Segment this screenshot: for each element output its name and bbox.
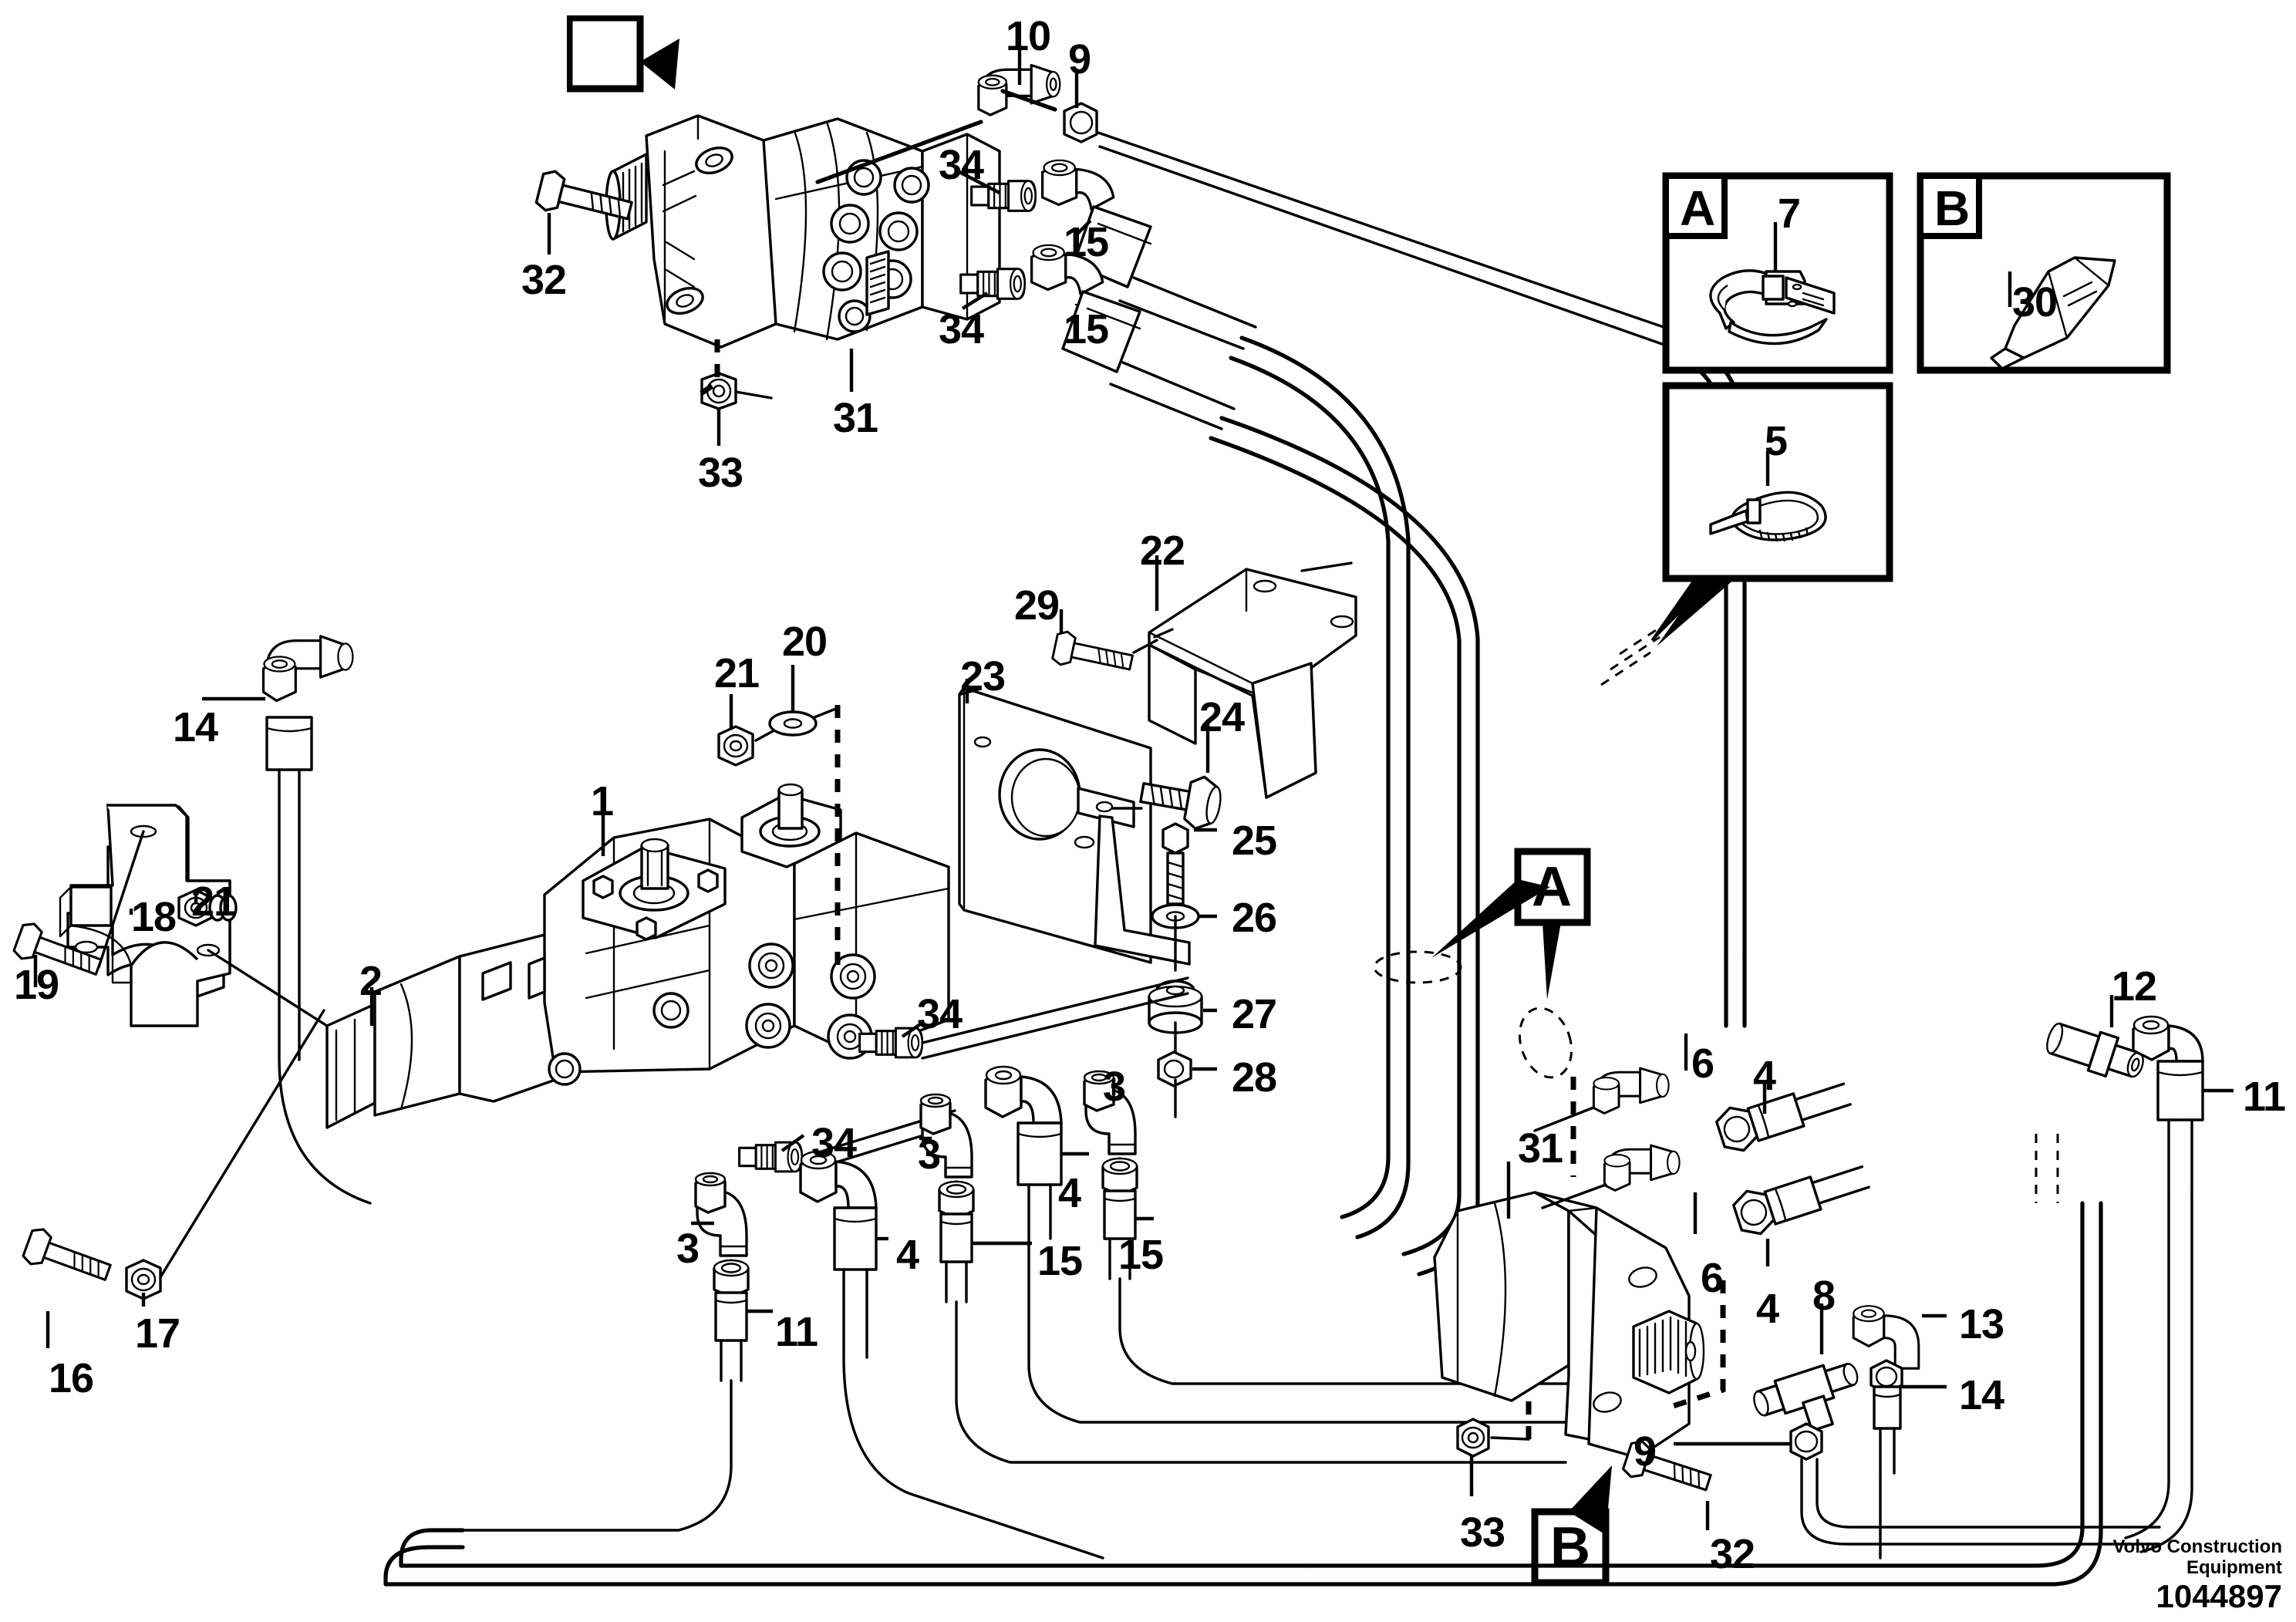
callout-22: 22 [1140,528,1185,574]
hose-fitting-14-left [261,635,372,1205]
callout-33-upper: 33 [698,450,743,496]
detail-box-item5 [1600,382,1893,686]
footer: Volvo Construction Equipment 1044897 [2112,1536,2282,1614]
lower-motor-fittings [1533,1034,1870,1411]
detail-box-b-top [1917,172,2171,374]
callout-17: 17 [135,1310,180,1357]
main-hydraulic-pump [325,783,950,1129]
callout-10: 10 [1006,13,1051,59]
callout-14-left: 14 [173,704,218,750]
callout-34-d: 34 [811,1120,857,1166]
upper-hydraulic-motor [605,114,1001,349]
callout-21-left: 21 [191,878,237,925]
brand-line-2: Equipment [2186,1556,2282,1578]
callout-29: 29 [1014,582,1060,629]
bolt-24 [1139,775,1222,830]
section-marker-a [1373,848,1591,1079]
callout-27: 27 [1232,991,1277,1037]
fastener-stack [1148,822,1217,1118]
callout-15-a: 15 [1064,219,1109,265]
section-marker-a-letter: A [1532,856,1572,918]
callout-4-c: 4 [1753,1053,1776,1099]
callout-9-top: 9 [1068,36,1091,83]
callout-8: 8 [1812,1273,1836,1319]
callout-25: 25 [1232,818,1277,864]
right-fitting-12-11 [2046,995,2234,1553]
pump-bracket-23 [958,686,1191,966]
section-marker-b-bottom [1531,1465,1612,1587]
callout-15-c: 15 [1118,1232,1164,1278]
callout-12: 12 [2112,963,2157,1010]
callout-28: 28 [1232,1054,1277,1101]
callout-13: 13 [1959,1301,2004,1347]
pump-port-fittings [461,976,1621,1560]
callout-3-b: 3 [918,1131,941,1178]
callout-21-top: 21 [714,650,760,696]
callout-4-d: 4 [1756,1286,1779,1332]
callout-24: 24 [1199,694,1245,740]
washer-33-lower [1456,1418,1490,1458]
callout-19: 19 [14,962,59,1008]
callout-18: 18 [131,894,177,940]
detail-box-a-letter: A [1680,180,1716,236]
callout-4-a: 4 [1058,1170,1081,1216]
callout-34-b: 34 [939,306,984,352]
tee-and-adapters [1674,1303,2161,1560]
detail-box-b-letter: B [1934,180,1971,236]
callout-34-a: 34 [939,142,984,188]
callout-11-right: 11 [2243,1074,2286,1120]
washer-20 [768,710,818,737]
callout-3-c: 3 [676,1226,700,1272]
callout-31-lower: 31 [1518,1125,1563,1172]
nut-21-top [717,725,754,767]
section-marker-b-top-box [567,15,679,93]
callout-30: 30 [2012,279,2058,325]
callout-32-lower: 32 [1710,1531,1755,1577]
callout-4-b: 4 [896,1232,919,1278]
callout-33-lower: 33 [1460,1509,1505,1556]
callout-26: 26 [1232,895,1277,941]
callout-31-upper: 31 [833,395,878,441]
washer-17 [125,1259,162,1300]
callout-6-b: 6 [1701,1255,1724,1301]
heat-shield-22 [1148,561,1357,799]
callout-11-center: 11 [775,1309,818,1355]
callout-23: 23 [960,653,1006,700]
detail-box-a [1662,172,1893,374]
callout-32-upper: 32 [521,257,567,303]
callout-34-c: 34 [917,991,963,1037]
callout-1: 1 [591,778,614,824]
callout-20: 20 [782,619,828,665]
callout-6-a: 6 [1691,1040,1714,1087]
lower-hydraulic-motor [1433,1191,1705,1459]
callout-9-lower: 9 [1633,1428,1657,1475]
callout-14-lower: 14 [1959,1372,2004,1418]
part-number: 1044897 [2156,1577,2282,1614]
washer-33-upper [700,372,737,410]
callout-15-b: 15 [1064,306,1109,352]
callout-7: 7 [1778,191,1801,237]
callout-5: 5 [1765,418,1788,464]
upper-motor-fittings [815,45,1683,430]
brand-line-1: Volvo Construction [2112,1536,2282,1558]
callout-15-d: 15 [1037,1238,1083,1284]
callout-3-a: 3 [1103,1064,1126,1110]
callout-16: 16 [49,1355,94,1401]
section-marker-b-bottom-letter: B [1550,1516,1590,1578]
callout-2: 2 [359,958,383,1004]
